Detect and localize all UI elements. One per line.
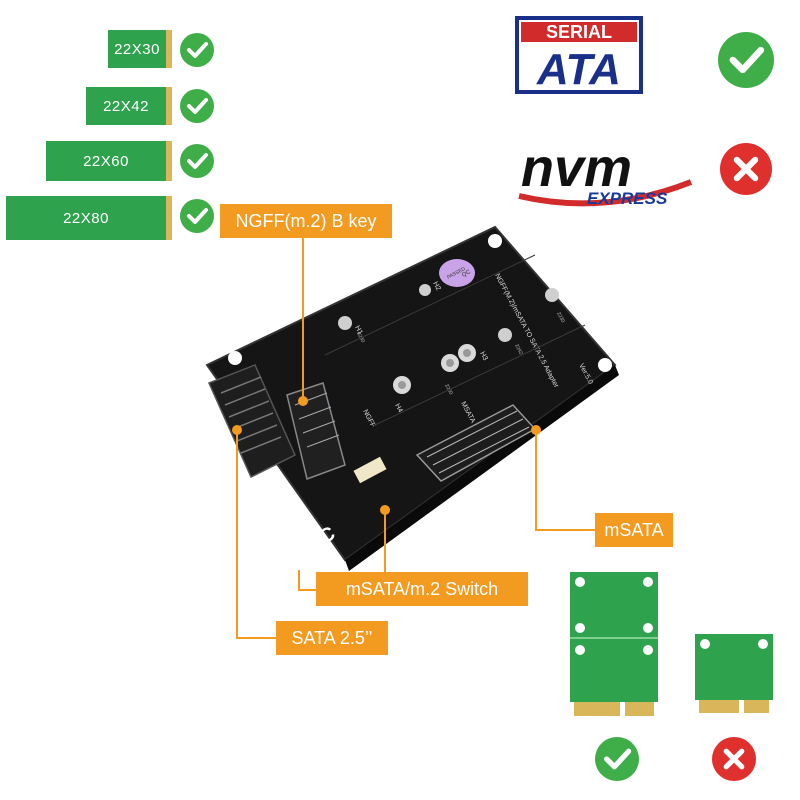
callout-ngff: NGFF(m.2) B key: [220, 204, 392, 238]
msata-half-size-card: [693, 632, 775, 716]
sata-logo-main: ATA: [536, 45, 621, 94]
check-icon: [180, 89, 214, 123]
callout-msata: mSATA: [595, 513, 673, 547]
m2-card-2242: 22X42: [86, 87, 172, 125]
callout-msata-dot: [531, 425, 541, 435]
callout-switch-leader-v2: [298, 570, 300, 590]
callout-msata-leader-v: [535, 430, 537, 530]
adapter-board: FC QC PASSED NGFF(M.2)/mSATA TO SATA 2.5…: [195, 215, 655, 575]
nvme-logo: nvm EXPRESS: [515, 132, 705, 212]
m2-card-2230: 22X30: [108, 30, 172, 68]
callout-sata-leader-h: [236, 637, 276, 639]
callout-ngff-leader: [302, 238, 304, 400]
size-label-2242: 2242: [513, 343, 524, 356]
m2-size-label: 22X30: [114, 40, 160, 58]
callout-sata: SATA 2.5’’: [276, 621, 388, 655]
hole-label-h4: H4: [393, 403, 403, 414]
check-icon: [595, 737, 639, 781]
cross-icon: [712, 737, 756, 781]
sata-logo-top: SERIAL: [546, 22, 612, 42]
msata-full-size-card: [568, 570, 660, 720]
callout-msata-label: mSATA: [604, 519, 664, 540]
callout-ngff-label: NGFF(m.2) B key: [235, 210, 377, 231]
qc-label: QC: [461, 269, 472, 279]
check-icon: [180, 199, 214, 233]
callout-switch-label: mSATA/m.2 Switch: [345, 578, 499, 599]
callout-ngff-dot: [298, 396, 308, 406]
check-icon: [180, 33, 214, 67]
check-icon: [180, 144, 214, 178]
callout-switch-leader-v: [384, 510, 386, 590]
hole-label-h2: H2: [431, 281, 441, 292]
m2-size-label: 22X42: [103, 97, 149, 115]
m2-size-label: 22X80: [63, 209, 109, 227]
callout-sata-label: SATA 2.5’’: [291, 627, 373, 648]
cross-icon: [720, 143, 772, 195]
m2-size-label: 22X60: [83, 152, 129, 170]
callout-sata-leader-v: [236, 430, 238, 638]
nvme-logo-sub: EXPRESS: [587, 189, 668, 208]
hole-label-h3: H3: [478, 351, 488, 362]
serial-ata-logo: SERIAL ATA: [515, 16, 643, 94]
hole-label-h1: H1: [353, 325, 363, 336]
m2-card-2260: 22X60: [46, 141, 172, 181]
callout-switch: mSATA/m.2 Switch: [316, 572, 528, 606]
check-icon: [718, 32, 774, 88]
size-label-2230: 2230: [555, 311, 566, 324]
callout-msata-leader-h: [535, 529, 595, 531]
m2-card-2280: 22X80: [6, 196, 172, 240]
nvme-logo-main: nvm: [521, 138, 632, 198]
